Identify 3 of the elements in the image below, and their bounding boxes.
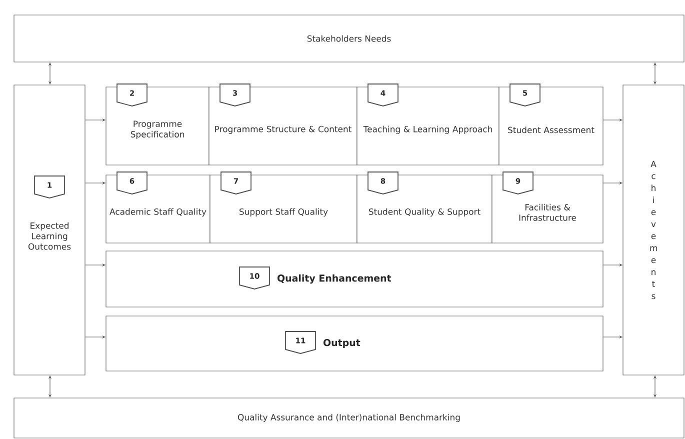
side-box: Achievements [622,84,684,376]
band-box: Stakeholders Needs [14,14,684,62]
band-box: Quality Assurance and (Inter)national Benchmarking [14,398,684,438]
